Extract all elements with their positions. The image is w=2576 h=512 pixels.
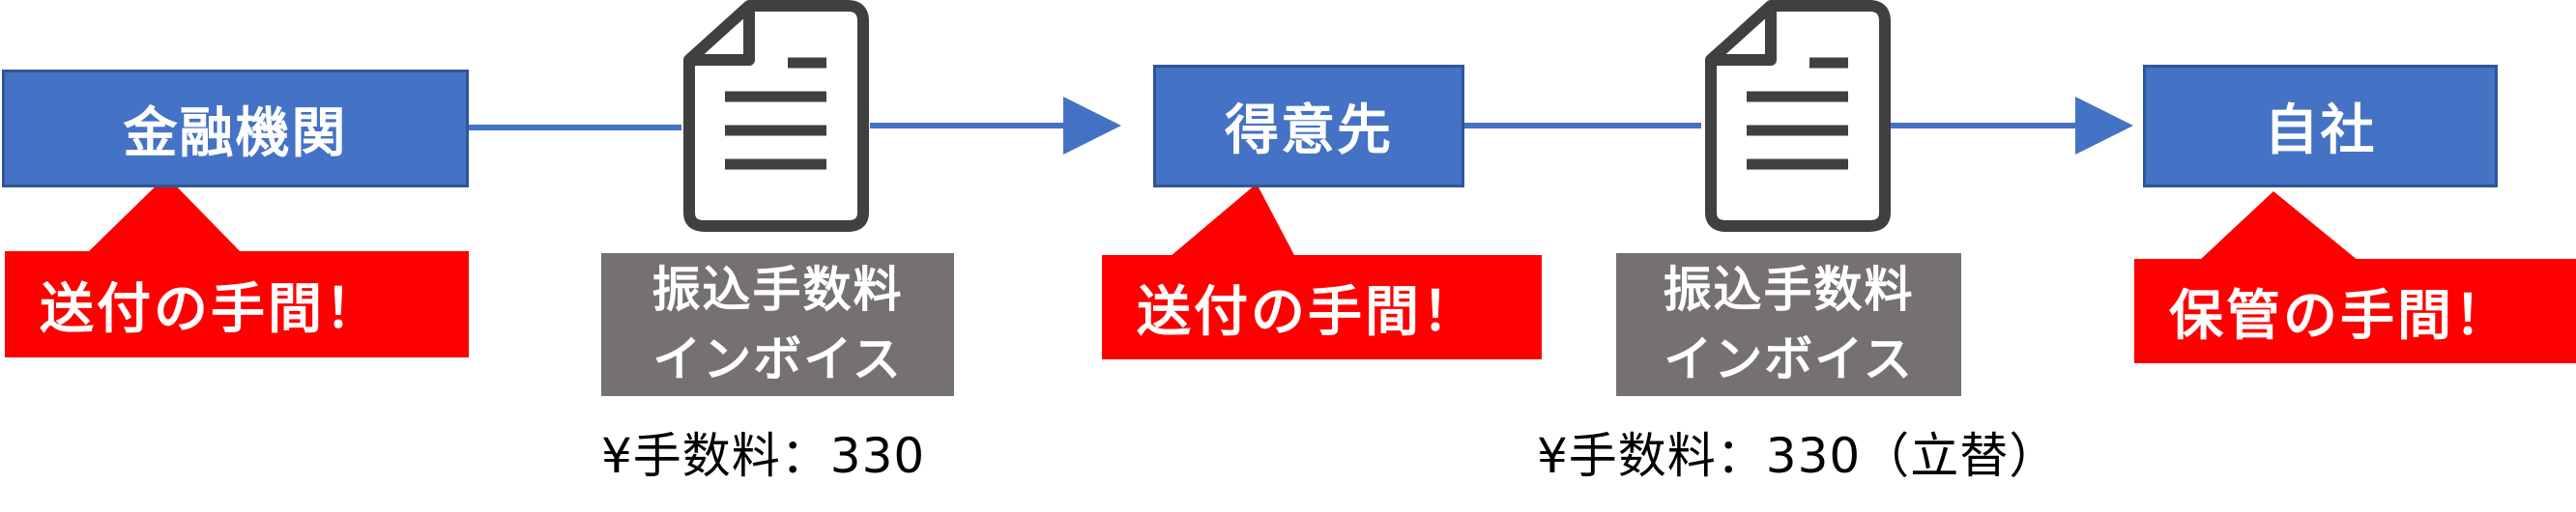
doc-label-2-line2: インボイス: [1664, 331, 1914, 387]
document-icon: [683, 0, 869, 232]
document-icon: [1705, 0, 1891, 232]
callout-bank-hassle: 送付の手間！: [5, 251, 469, 357]
callout-company-hassle: 保管の手間！: [2134, 259, 2576, 363]
entity-company: 自社: [2143, 65, 2498, 187]
callout-customer-hassle: 送付の手間！: [1102, 255, 1542, 359]
callout-tip-customer: [1170, 184, 1295, 257]
doc-label-1: 振込手数料 インボイス: [601, 253, 954, 396]
doc-label-1-line1: 振込手数料: [651, 262, 904, 318]
fee-note-2: ¥手数料：330（立替）: [1537, 428, 2059, 484]
fee-note-1: ¥手数料：330: [601, 428, 926, 484]
doc-label-1-line2: インボイス: [652, 331, 903, 387]
callout-tip-bank: [87, 176, 242, 253]
callout-tip-company: [2199, 191, 2359, 261]
doc-label-2: 振込手数料 インボイス: [1616, 253, 1961, 396]
entity-bank: 金融機関: [2, 70, 469, 187]
entity-customer: 得意先: [1153, 65, 1464, 187]
doc-label-2-line1: 振込手数料: [1663, 262, 1915, 318]
